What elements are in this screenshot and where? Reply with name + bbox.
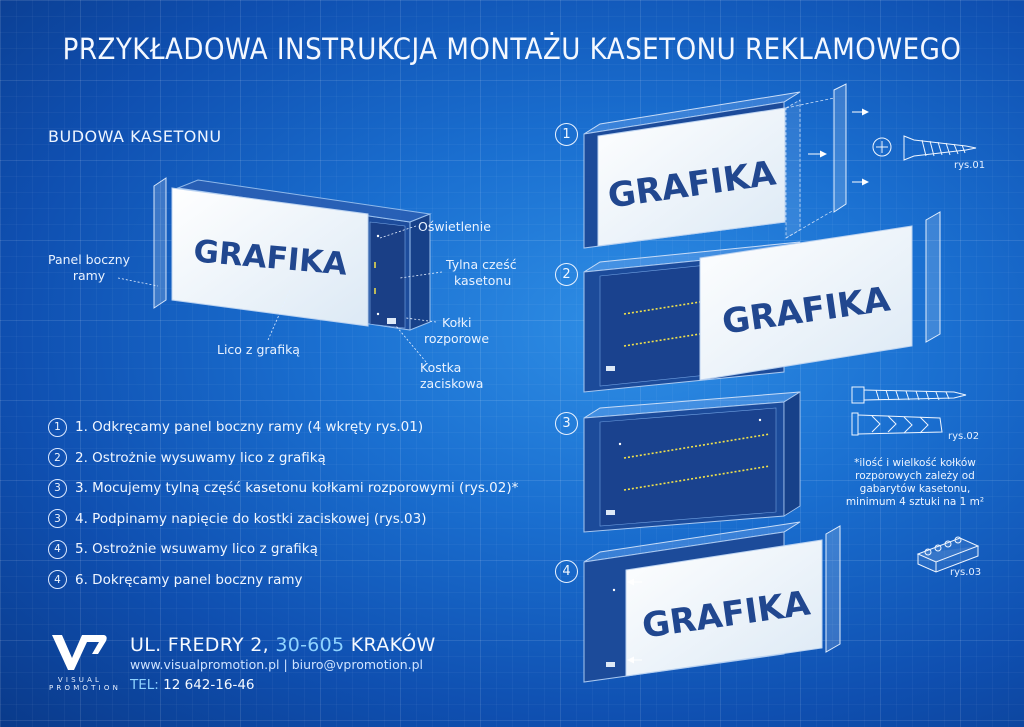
footer-address: UL. FREDRY 2, 30-605 KRAKÓW bbox=[130, 634, 436, 656]
page-title: PRZYKŁADOWA INSTRUKCJA MONTAŻU KASETONU … bbox=[62, 32, 962, 66]
graphic-face bbox=[171, 187, 369, 327]
footer-phone: TEL: 12 642-16-46 bbox=[130, 677, 255, 693]
diagram-step-2: GRAFIKA bbox=[583, 211, 941, 393]
terminal-block bbox=[387, 318, 396, 324]
terminal-block-icon bbox=[916, 536, 980, 573]
step-bubble-3: 3 bbox=[555, 412, 578, 435]
label-lighting: Oświetlenie bbox=[418, 219, 491, 234]
step-bubble-4: 4 bbox=[555, 560, 578, 583]
label-face: Lico z grafiką bbox=[217, 342, 300, 357]
diagram-step-4: GRAFIKA bbox=[583, 521, 841, 683]
vp-logo-icon bbox=[52, 635, 107, 670]
figure-label-1: rys.01 bbox=[954, 160, 986, 171]
footer-web-email[interactable]: www.visualpromotion.pl | biuro@vpromotio… bbox=[130, 657, 424, 672]
diagram-step-3 bbox=[583, 391, 801, 533]
dowel-note: *ilość i wielkość kołków rozporowych zal… bbox=[845, 457, 985, 508]
dowel-icon bbox=[851, 386, 967, 436]
section-title: BUDOWA KASETONU bbox=[48, 127, 222, 146]
structure-drawing: GRAFIKA bbox=[117, 177, 443, 363]
step-bubble-1: 1 bbox=[555, 123, 578, 146]
screw-icon bbox=[872, 135, 977, 161]
figure-label-3: rys.03 bbox=[950, 567, 982, 578]
step-bubble-2: 2 bbox=[555, 263, 578, 286]
side-panel bbox=[153, 177, 167, 309]
figure-label-2: rys.02 bbox=[948, 431, 980, 442]
diagram-step-1: GRAFIKA bbox=[583, 83, 869, 249]
